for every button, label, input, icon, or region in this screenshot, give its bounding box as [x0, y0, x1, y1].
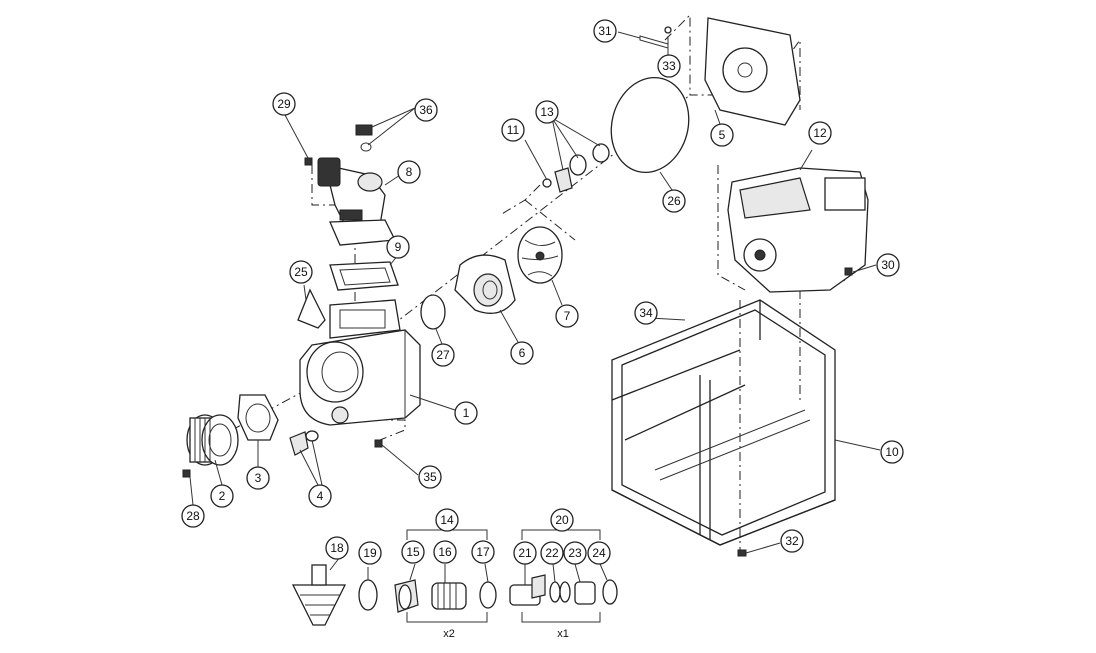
svg-text:8: 8: [406, 165, 413, 179]
callout-33: 33: [657, 54, 681, 78]
callout-17: 17: [471, 540, 495, 564]
quantity-label-x2: x2: [443, 628, 455, 640]
callout-4: 4: [308, 484, 332, 508]
callout-27: 27: [431, 343, 455, 367]
hose-coupling-set-20: [509, 522, 618, 623]
svg-text:5: 5: [719, 128, 726, 142]
svg-text:21: 21: [518, 546, 532, 560]
callout-6: 6: [510, 341, 534, 365]
pump-casing: [299, 299, 421, 426]
callout-8: 8: [397, 160, 421, 184]
svg-text:11: 11: [507, 123, 520, 137]
svg-text:26: 26: [667, 194, 681, 208]
engine-flange: [704, 17, 801, 126]
svg-text:10: 10: [885, 445, 899, 459]
drain-plug: [289, 430, 319, 456]
callout-5: 5: [710, 123, 734, 147]
quantity-label-x1: x1: [557, 628, 569, 640]
svg-text:14: 14: [440, 513, 454, 527]
svg-text:13: 13: [540, 105, 554, 119]
callout-21: 21: [513, 541, 537, 565]
svg-text:9: 9: [395, 240, 402, 254]
callout-2: 2: [210, 484, 234, 508]
svg-text:7: 7: [564, 309, 571, 323]
svg-text:34: 34: [639, 306, 653, 320]
leader-lines: [189, 31, 881, 585]
svg-text:12: 12: [813, 126, 827, 140]
callout-29: 29: [272, 92, 296, 116]
callout-3: 3: [246, 466, 270, 490]
svg-text:28: 28: [186, 509, 200, 523]
callout-12: 12: [808, 121, 832, 145]
engine: [727, 167, 869, 293]
impeller: [517, 226, 563, 284]
callout-23: 23: [563, 541, 587, 565]
volute: [454, 254, 516, 314]
discharge-elbow: [317, 157, 397, 246]
callout-22: 22: [540, 541, 564, 565]
svg-text:36: 36: [419, 103, 433, 117]
callout-32: 32: [780, 529, 804, 553]
svg-text:24: 24: [592, 546, 606, 560]
svg-text:27: 27: [436, 348, 450, 362]
callout-16: 16: [433, 540, 457, 564]
strainer: [291, 564, 347, 626]
callout-26: 26: [662, 189, 686, 213]
svg-text:16: 16: [438, 545, 452, 559]
svg-text:3: 3: [255, 471, 262, 485]
svg-text:22: 22: [545, 546, 559, 560]
callout-36: 36: [414, 98, 438, 122]
callout-35: 35: [418, 465, 442, 489]
svg-text:31: 31: [598, 24, 612, 38]
svg-text:18: 18: [330, 541, 344, 555]
o-ring-26: [610, 76, 690, 174]
callout-24: 24: [587, 541, 611, 565]
fasteners: [182, 26, 853, 557]
callout-1: 1: [454, 401, 478, 425]
callout-20: 20: [550, 508, 574, 532]
callout-28: 28: [181, 504, 205, 528]
callout-9: 9: [386, 235, 410, 259]
svg-text:1: 1: [463, 406, 470, 420]
callout-18: 18: [325, 536, 349, 560]
check-valve: [297, 288, 326, 329]
svg-text:6: 6: [519, 346, 526, 360]
svg-text:20: 20: [555, 513, 569, 527]
gasket-3: [237, 394, 279, 441]
svg-text:29: 29: [277, 97, 291, 111]
callout-7: 7: [555, 304, 579, 328]
svg-text:15: 15: [406, 545, 420, 559]
svg-text:4: 4: [317, 489, 324, 503]
callout-14: 14: [435, 508, 459, 532]
callout-13: 13: [535, 100, 559, 124]
callout-15: 15: [401, 540, 425, 564]
callout-30: 30: [876, 253, 900, 277]
svg-text:17: 17: [476, 545, 490, 559]
svg-text:30: 30: [881, 258, 895, 272]
o-ring-27: [420, 294, 446, 330]
svg-text:33: 33: [662, 59, 676, 73]
svg-text:23: 23: [568, 546, 582, 560]
mechanical-seal: [542, 143, 610, 193]
frame: [611, 299, 836, 546]
callout-31: 31: [593, 19, 617, 43]
svg-text:2: 2: [219, 489, 226, 503]
gasket-9: [329, 261, 399, 291]
svg-text:19: 19: [363, 546, 377, 560]
hose-coupling-set-14: [358, 522, 497, 623]
callout-25: 25: [289, 260, 313, 284]
suction-port: [186, 414, 239, 466]
callout-11: 11: [501, 118, 525, 142]
callout-10: 10: [880, 440, 904, 464]
svg-text:25: 25: [294, 265, 308, 279]
svg-text:32: 32: [785, 534, 799, 548]
callout-34: 34: [634, 301, 658, 325]
callout-19: 19: [358, 541, 382, 565]
svg-text:35: 35: [423, 470, 437, 484]
